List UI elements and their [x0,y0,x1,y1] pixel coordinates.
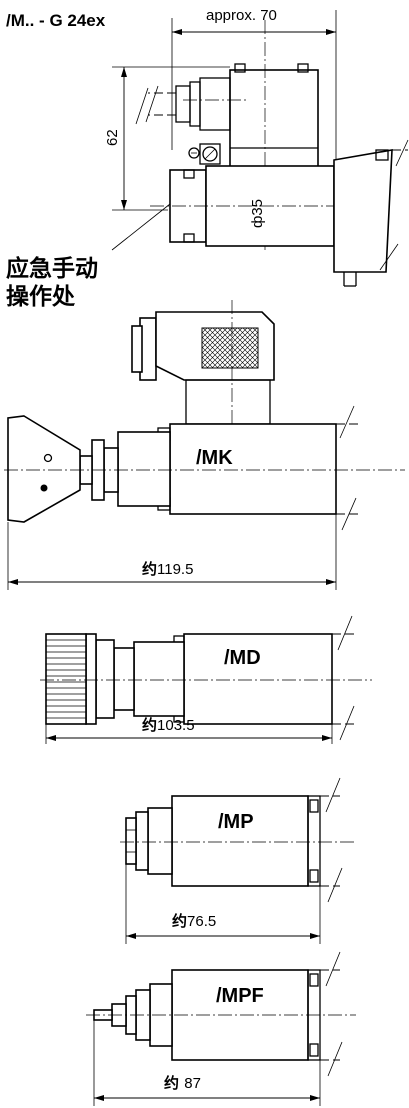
variant-mp: /MP 约76.5 [120,777,356,944]
height-dim-62: 62 [104,129,121,146]
approx-prefix: 约 [142,560,157,578]
emergency-label-line1: 应急手动 [6,255,98,282]
variant-mpf-length: 约 87 [164,1074,201,1092]
length-value: 119.5 [157,561,193,578]
variant-mpf-name: /MPF [216,985,264,1007]
approx-prefix: 约 [164,1074,184,1092]
top-view: 62 ф35 [6,10,409,310]
approx-prefix: 约 [142,716,157,734]
variant-md-length: 约103.5 [142,716,195,734]
variant-md: /MD 约103.5 [40,615,372,744]
knurl-lines [46,639,86,719]
approx-prefix: 约 [172,912,187,930]
drawing-title: /M.. - G 24ex [6,11,106,30]
variant-md-name: /MD [224,647,261,669]
variant-mp-name: /MP [218,811,254,833]
variant-mk-name: /MK [196,447,233,469]
earth-symbol-icon [188,147,200,159]
variant-mpf: /MPF 约 87 [86,951,356,1106]
length-value: 76.5 [187,913,216,930]
approx-width-label: approx. 70 [206,7,277,24]
diameter-dim-35: ф35 [249,199,266,228]
screw-icon [202,146,218,162]
variant-mk: /MK 约119.5 [4,300,405,590]
connector-hatch [201,327,259,369]
length-value: 87 [184,1075,201,1092]
variant-mp-length: 约76.5 [172,912,216,930]
emergency-label-line2: 操作处 [6,284,75,310]
variant-mk-length: 约119.5 [142,560,193,578]
knurled-knob [45,633,87,725]
length-value: 103.5 [157,717,195,734]
